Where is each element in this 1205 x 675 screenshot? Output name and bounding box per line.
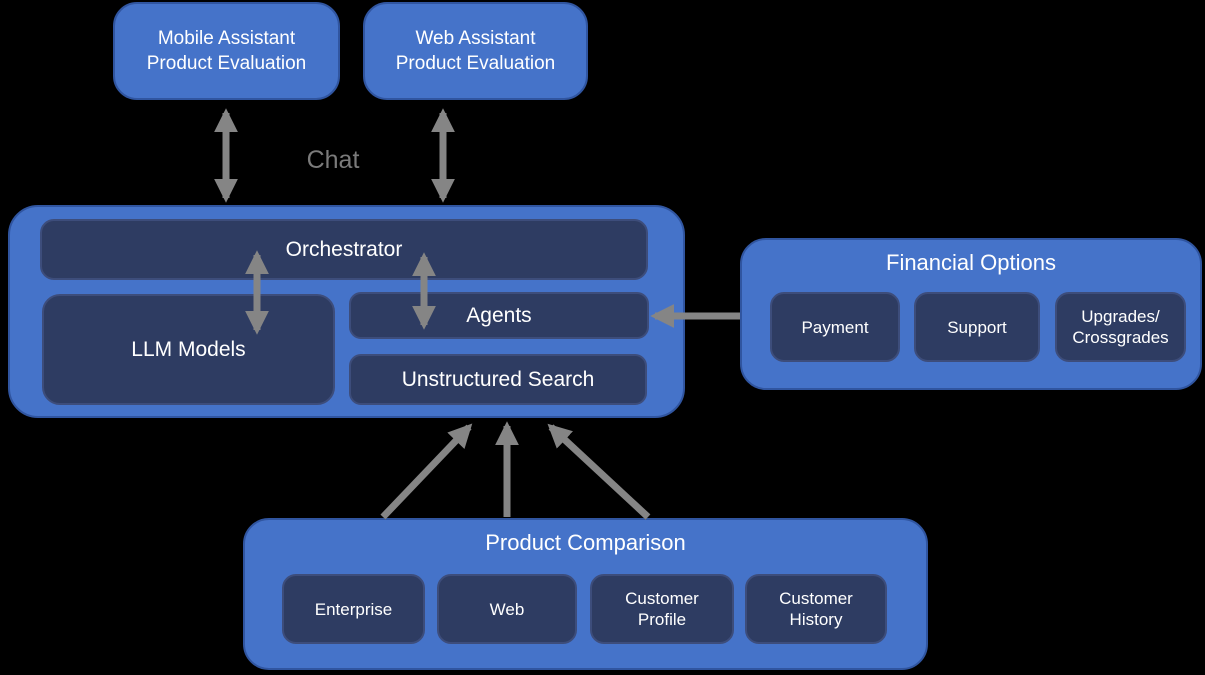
node-enterprise-label: Enterprise — [314, 599, 393, 619]
node-upgrades-crossgrades-label: Upgrades/ Crossgrades — [1072, 307, 1169, 347]
node-customer-profile-label: Customer Profile — [625, 589, 699, 629]
node-unstructured-search: Unstructured Search — [349, 354, 647, 405]
node-web-assistant: Web Assistant Product Evaluation — [363, 2, 588, 100]
arrow-product-comparison-right — [547, 423, 651, 520]
node-support: Support — [914, 292, 1040, 362]
node-support-label: Support — [947, 317, 1007, 337]
node-agents: Agents — [349, 292, 649, 339]
node-agents-label: Agents — [466, 303, 532, 327]
node-llm-models: LLM Models — [42, 294, 335, 405]
node-orchestrator: Orchestrator — [40, 219, 648, 280]
node-mobile-assistant-label: Mobile Assistant Product Evaluation — [146, 28, 307, 74]
node-web-assistant-label: Web Assistant Product Evaluation — [395, 28, 556, 74]
product-comparison-container: Product Comparison Enterprise Web Custom… — [243, 518, 928, 670]
financial-options-container: Financial Options Payment Support Upgrad… — [740, 238, 1202, 390]
financial-options-title: Financial Options — [886, 250, 1056, 275]
node-web-label: Web — [489, 599, 525, 619]
node-web: Web — [437, 574, 577, 644]
core-system-container: Orchestrator LLM Models Agents Unstructu… — [8, 205, 685, 418]
node-customer-profile: Customer Profile — [590, 574, 734, 644]
node-mobile-assistant: Mobile Assistant Product Evaluation — [113, 2, 340, 100]
chat-label: Chat — [306, 146, 360, 174]
product-comparison-title: Product Comparison — [485, 530, 686, 555]
node-enterprise: Enterprise — [282, 574, 425, 644]
node-orchestrator-label: Orchestrator — [285, 237, 403, 261]
arrow-product-comparison-left — [380, 423, 473, 520]
node-payment: Payment — [770, 292, 900, 362]
node-upgrades-crossgrades: Upgrades/ Crossgrades — [1055, 292, 1186, 362]
node-customer-history: Customer History — [745, 574, 887, 644]
node-customer-history-label: Customer History — [779, 589, 853, 629]
node-llm-models-label: LLM Models — [131, 337, 246, 361]
node-unstructured-search-label: Unstructured Search — [401, 367, 595, 391]
node-payment-label: Payment — [801, 317, 869, 337]
